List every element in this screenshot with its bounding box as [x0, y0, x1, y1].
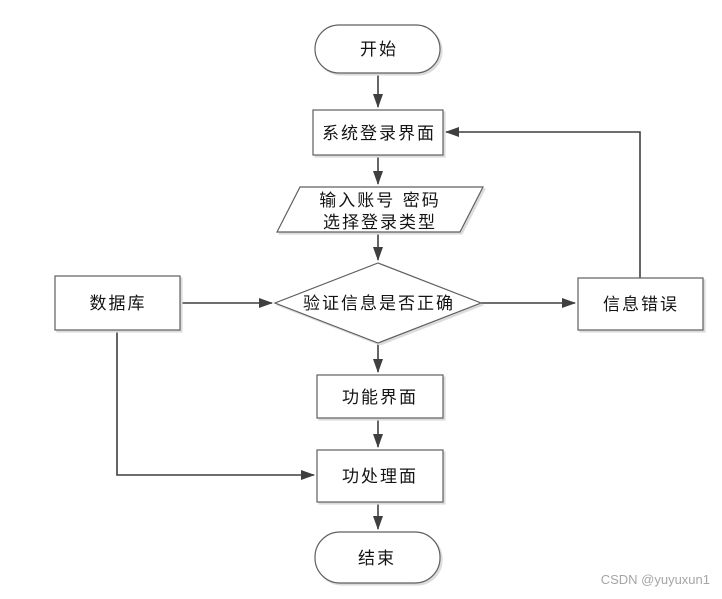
verify-label: 验证信息是否正确	[303, 294, 455, 314]
watermark-text: CSDN @yuyuxun1	[600, 572, 710, 587]
start-terminator-shape	[314, 24, 441, 74]
verify-decision-shape	[273, 262, 483, 344]
database-shape	[54, 275, 181, 331]
end-label: 结束	[358, 549, 396, 569]
process-screen-shape	[316, 449, 444, 503]
edges	[116, 73, 641, 530]
function-screen-shape	[316, 374, 444, 419]
input-label-line1: 输入账号 密码	[319, 191, 440, 211]
login-screen-label: 系统登录界面	[322, 124, 436, 144]
database-label: 数据库	[90, 294, 147, 314]
node-database: 数据库	[54, 275, 181, 331]
input-parallelogram-shape	[276, 186, 484, 233]
node-error: 信息错误	[577, 277, 704, 331]
input-label-line2: 选择登录类型	[323, 213, 437, 233]
node-function-screen: 功能界面	[316, 374, 444, 419]
node-process-screen: 功处理面	[316, 449, 444, 503]
node-login-screen: 系统登录界面	[312, 109, 444, 156]
edge-database-to-process	[116, 330, 315, 480]
node-end: 结束	[314, 531, 441, 584]
node-start: 开始	[314, 24, 441, 74]
node-input: 输入账号 密码 选择登录类型	[276, 186, 484, 233]
error-label: 信息错误	[603, 295, 679, 315]
function-screen-label: 功能界面	[342, 388, 418, 408]
start-label: 开始	[360, 40, 398, 60]
login-screen-shape	[312, 109, 444, 156]
end-terminator-shape	[314, 531, 441, 584]
node-verify: 验证信息是否正确	[273, 262, 483, 344]
error-shape	[577, 277, 704, 331]
process-screen-label: 功处理面	[342, 467, 418, 487]
edge-error-to-login	[445, 127, 641, 278]
